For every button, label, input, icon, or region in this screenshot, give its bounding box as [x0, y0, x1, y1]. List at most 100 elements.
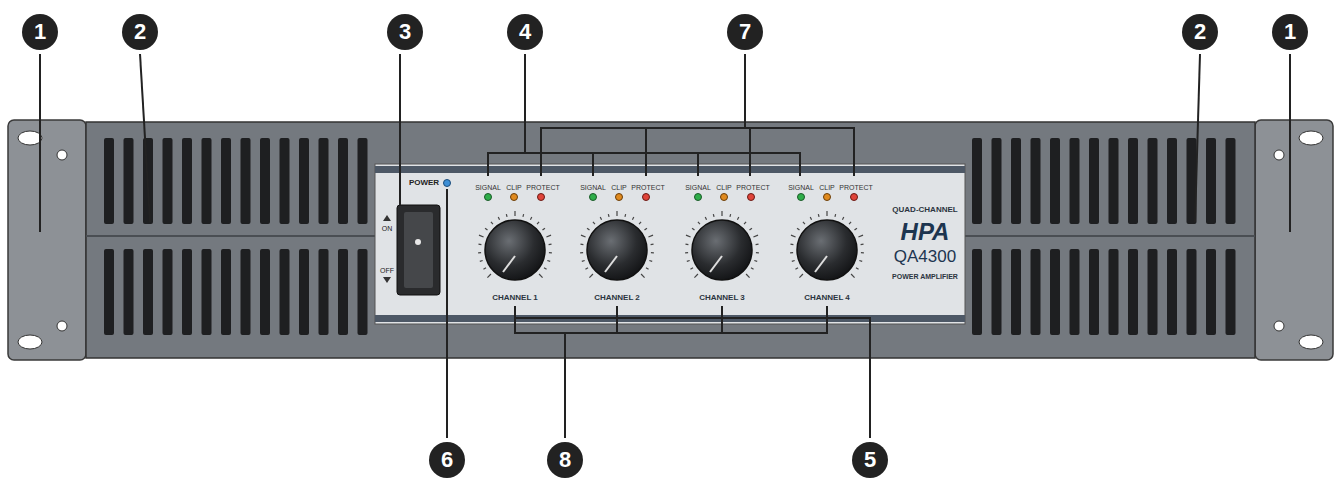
- led-label: SIGNAL: [580, 184, 606, 191]
- scale-tick: [754, 260, 757, 262]
- power-label: POWER: [409, 179, 439, 187]
- scale-tick: [698, 222, 700, 224]
- signal-led: [485, 194, 492, 201]
- scale-tick: [648, 235, 653, 237]
- clip-led: [511, 194, 518, 201]
- leader-lines: [40, 54, 1290, 438]
- vent-slat: [1089, 138, 1099, 224]
- vent-slat: [992, 249, 1002, 335]
- vent-slat: [1070, 249, 1080, 335]
- scale-tick: [790, 244, 793, 246]
- mount-hole: [57, 321, 67, 331]
- scale-tick: [546, 235, 551, 237]
- scale-tick: [737, 217, 738, 220]
- led-label: PROTECT: [526, 184, 559, 191]
- vent-slat: [358, 138, 368, 224]
- callout-number: 2: [122, 14, 158, 50]
- control-panel: [375, 164, 965, 324]
- vent-slat: [1148, 138, 1158, 224]
- scale-tick: [746, 274, 750, 278]
- scale-tick: [498, 217, 499, 220]
- scale-tick: [539, 274, 543, 278]
- mount-slot: [1299, 131, 1323, 145]
- protect-led: [748, 194, 755, 201]
- switch-dot: [415, 239, 421, 245]
- callout-number: 1: [1272, 14, 1308, 50]
- vent-slat: [1050, 249, 1060, 335]
- vent-slat: [182, 138, 192, 224]
- channel-label: CHANNEL 4: [804, 294, 850, 302]
- scale-tick: [506, 214, 508, 217]
- scale-tick: [729, 214, 731, 217]
- scale-tick: [713, 214, 715, 217]
- callout-number: 3: [387, 14, 423, 50]
- vent-slat: [1206, 249, 1216, 335]
- vent-slat: [202, 138, 212, 224]
- vent-slat: [124, 249, 134, 335]
- protect-led: [538, 194, 545, 201]
- scale-tick: [810, 217, 811, 220]
- vent-slat: [221, 138, 231, 224]
- knob-pointer: [605, 256, 617, 272]
- switch-label: ON: [382, 225, 393, 232]
- scale-tick: [478, 252, 481, 253]
- scale-tick: [834, 214, 836, 217]
- scale-tick: [600, 217, 601, 220]
- channel-label: CHANNEL 3: [699, 294, 745, 302]
- scale-tick: [530, 217, 531, 220]
- callout-number: 7: [727, 14, 763, 50]
- scale-tick: [803, 222, 805, 224]
- vent-slat: [143, 249, 153, 335]
- vent-slat: [1050, 138, 1060, 224]
- mount-slot: [18, 335, 42, 349]
- gain-knob: [587, 220, 647, 280]
- scale-tick: [686, 235, 691, 237]
- vent-slat: [163, 249, 173, 335]
- signal-led: [590, 194, 597, 201]
- mount-slot: [1299, 335, 1323, 349]
- scale-tick: [544, 268, 547, 270]
- model-label: POWER AMPLIFIER: [892, 273, 958, 280]
- vent-slat: [163, 138, 173, 224]
- scale-tick: [549, 252, 552, 253]
- vent-slat: [241, 138, 251, 224]
- vent-slat: [280, 249, 290, 335]
- scale-tick: [491, 222, 493, 224]
- scale-tick: [589, 274, 593, 278]
- vent-slat: [1187, 249, 1197, 335]
- switch-rocker: [404, 212, 433, 288]
- vent-slat: [1011, 249, 1021, 335]
- vent-slat: [182, 249, 192, 335]
- model-number: QA4300: [894, 248, 956, 265]
- vent-slat: [221, 249, 231, 335]
- vent-slat: [280, 138, 290, 224]
- scale-tick: [690, 268, 693, 270]
- vent-slat: [299, 249, 309, 335]
- scale-tick: [479, 235, 484, 237]
- mount-slot: [18, 131, 42, 145]
- mount-hole: [1274, 321, 1284, 331]
- scale-tick: [651, 252, 654, 253]
- scale-tick: [616, 211, 617, 216]
- scale-tick: [549, 244, 552, 246]
- scale-tick: [797, 228, 799, 230]
- scale-tick: [842, 217, 843, 220]
- scale-tick: [581, 235, 586, 237]
- gain-knob: [797, 220, 857, 280]
- clip-led: [616, 194, 623, 201]
- scale-tick: [480, 260, 483, 262]
- vent-slat: [1226, 138, 1236, 224]
- scale-tick: [547, 260, 550, 262]
- scale-tick: [608, 214, 610, 217]
- scale-tick: [721, 211, 722, 216]
- vent-slat: [1148, 249, 1158, 335]
- scale-tick: [593, 222, 595, 224]
- scale-tick: [478, 244, 481, 246]
- vent-slat: [972, 249, 982, 335]
- channel-label: CHANNEL 2: [594, 294, 640, 302]
- arrow-symbol: [383, 215, 391, 221]
- scale-tick: [639, 222, 641, 224]
- scale-tick: [587, 228, 589, 230]
- scale-tick: [685, 244, 688, 246]
- led-label: CLIP: [819, 184, 835, 191]
